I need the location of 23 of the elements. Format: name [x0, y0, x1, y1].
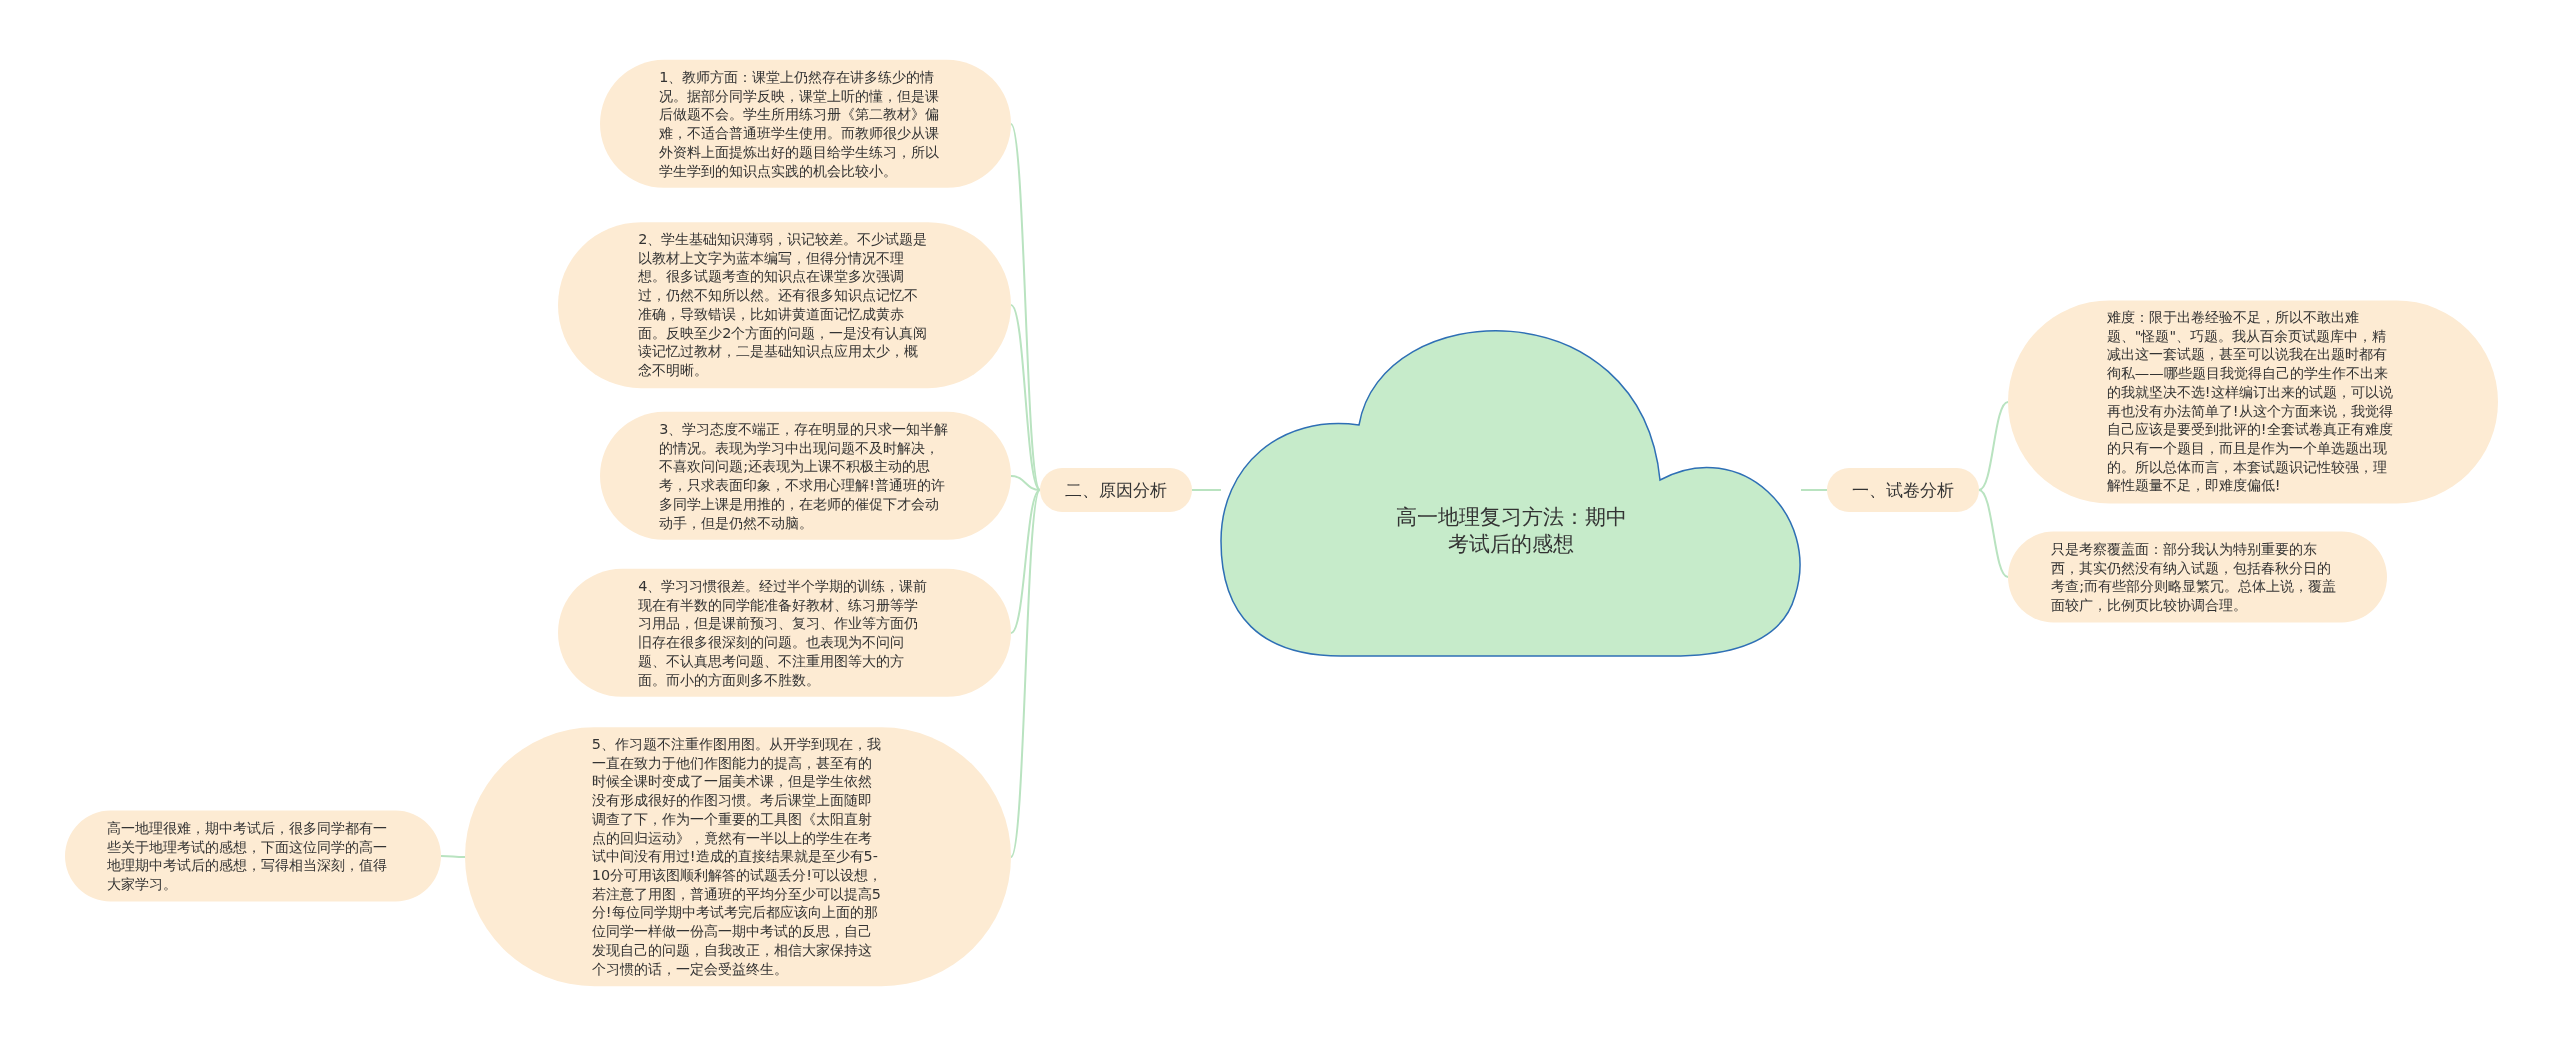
paragraph: 5、作习题不注重作图用图。从开学到现在，我一直在致力于他们作图能力的提高，甚至有的时候全课时变成了一届美术课，但是学生依然没有形成很好的作图习惯。考后课堂上面随即调查了下，作为一个重要的工具图《太阳直射点的回归运动》，竟然有一半以上的学生在考试中间没有用过!造成的直接结果就是至少有5-10分可用该图顺利解答的试题丢分!可以设想，若注意了用图，普通班的平均分至少可以提高5分!每位同学期中考试考完后都应该向上面的那位同学一样做一份高一期中考试的反思，自己发现自己的问题，自我改正，相信大家保持这个习惯的话，一定会受益终生。 — [591, 735, 883, 979]
topic-pill — [1827, 468, 1979, 512]
central-title: 高一地理复习方法：期中考试后的感想 — [1394, 503, 1628, 558]
paragraph: 2、学生基础知识薄弱，识记较差。不少试题是以教材上文字为蓝本编写，但得分情况不理想。很多试题考查的知识点在课堂多次强调过，仍然不知所以然。还有很多知识点记忆不准确，导致错误，比如讲黄道面记忆成黄赤面。反映至少2个方面的问题，一是没有认真阅读记忆过教材，二是基础知识点应用太少，概念不明晰。 — [638, 230, 929, 380]
connector-line — [1010, 489, 1041, 634]
branch-title: 一、试卷分析 — [1852, 478, 1954, 502]
connector-line — [1010, 489, 1041, 858]
paragraph: 难度：限于出卷经验不足，所以不敢出难题、"怪题"、巧题。我从百余页试题库中，精减出这一套试题，甚至可以说我在出题时都有徇私——哪些题目我觉得自己的学生作不出来的我就坚决不选!这样编订出来的试题，可以说再也没有办法简单了!从这个方面来说，我觉得自己应该是要受到批评的!全套试卷真正有难度的只有一个题目，而且是作为一个单选题出现的。所以总体而言，本套试题识记性较强，理解性题量不足，即难度偏低! — [2106, 308, 2394, 496]
connector-line — [1978, 401, 2009, 491]
connector-line — [1191, 489, 1222, 491]
paragraph: 1、教师方面：课堂上仍然存在讲多练少的情况。据部分同学反映，课堂上听的懂，但是课后做题不会。学生所用练习册《第二教材》偏难，不适合普通班学生使用。而教师很少从课外资料上面提炼出好的题目给学生练习，所以学生学到的知识点实践的机会比较小。 — [659, 67, 941, 181]
paragraph: 高一地理很难，期中考试后，很多同学都有一些关于地理考试的感想，下面这位同学的高一地理期中考试后的感想，写得相当深刻，值得大家学习。 — [106, 818, 388, 894]
connector-line — [440, 855, 466, 858]
connector-line — [1800, 489, 1828, 491]
topic-pill — [1040, 468, 1192, 512]
branch-title: 二、原因分析 — [1065, 478, 1167, 502]
connector-line — [1010, 475, 1041, 491]
paragraph: 只是考察覆盖面：部分我认为特别重要的东西，其实仍然没有纳入试题，包括春秋分日的考查;而有些部分则略显繁冗。总体上说，覆盖面较广，比例页比较协调合理。 — [2051, 539, 2338, 615]
paragraph: 4、学习习惯很差。经过半个学期的训练，课前现在有半数的同学能准备好教材、练习册等学习用品，但是课前预习、复习、作业等方面仍旧存在很多很深刻的问题。也表现为不问问题、不认真思考问题、不注重用图等大的方面。而小的方面则多不胜数。 — [638, 576, 929, 690]
connector-line — [1010, 304, 1041, 491]
paragraph: 3、学习态度不端正，存在明显的只求一知半解的情况。表现为学习中出现问题不及时解决，不喜欢问问题;还表现为上课不积极主动的思考，只求表面印象，不求用心理解!普通班的许多同学上课是用推的，在老师的催促下才会动动手，但是仍然不动脑。 — [659, 419, 950, 533]
connector-line — [1978, 489, 2009, 578]
connector-line — [1010, 123, 1041, 491]
